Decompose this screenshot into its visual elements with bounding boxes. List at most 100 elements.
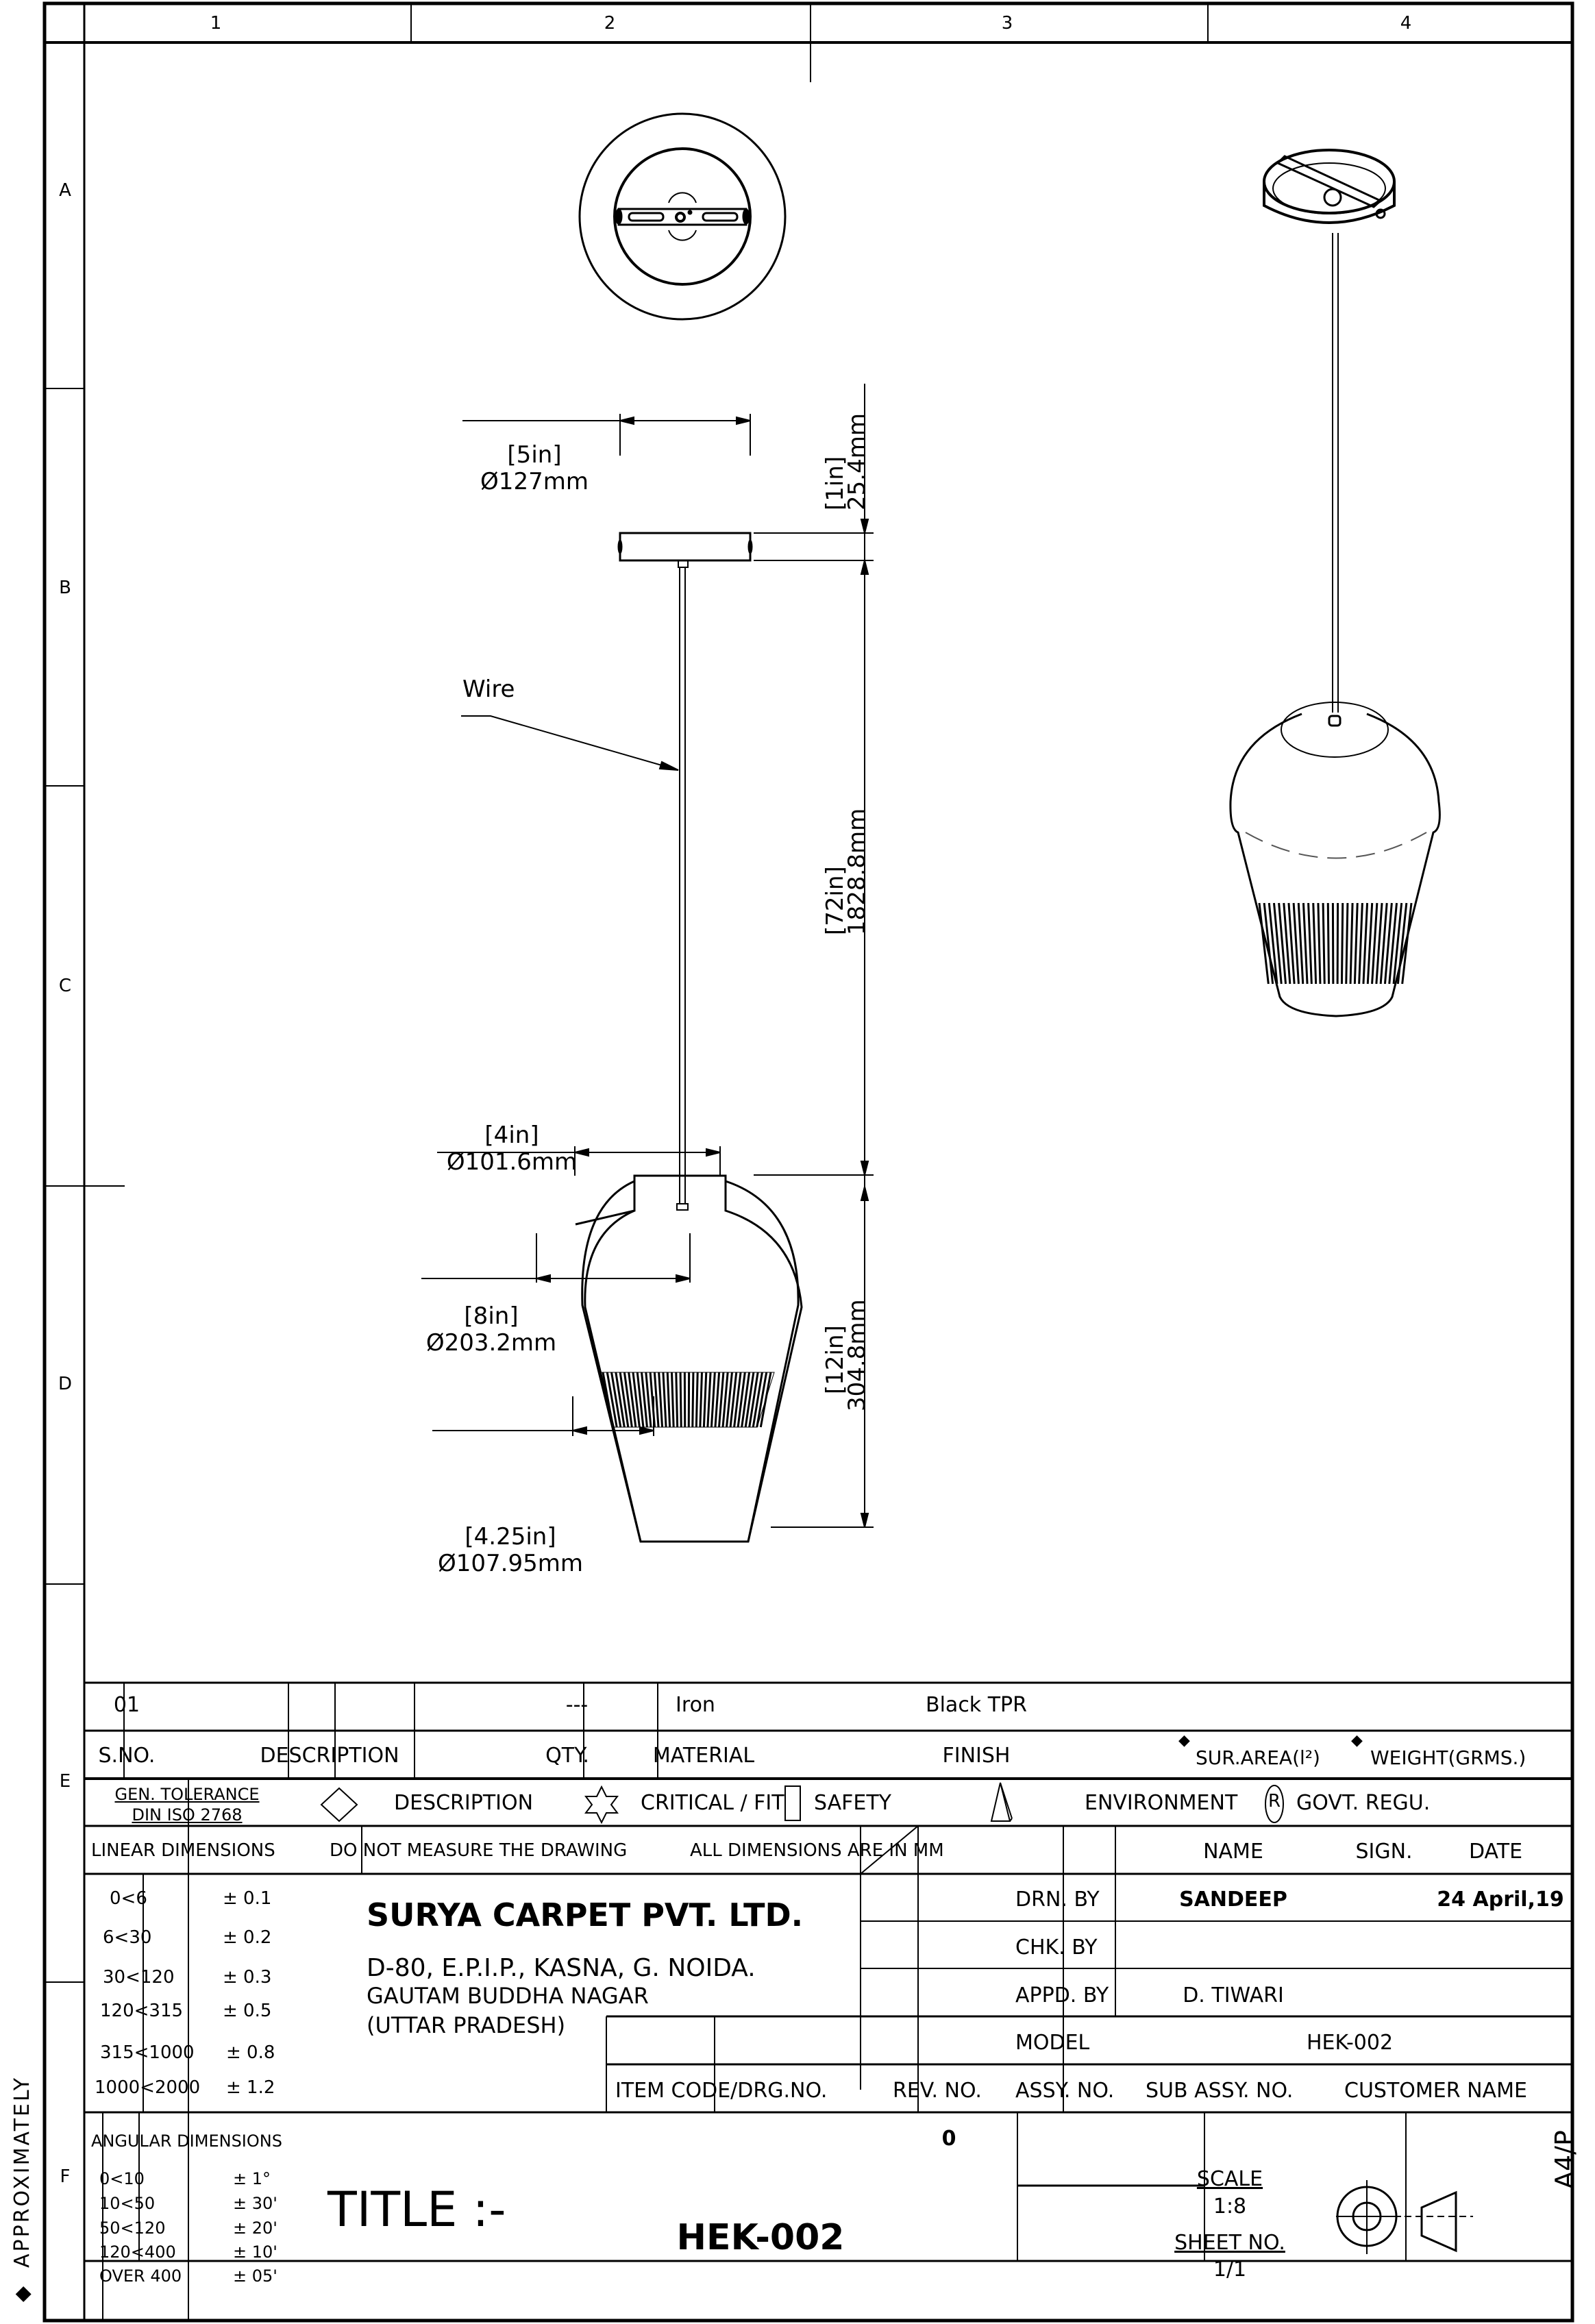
linear-tol-range-5: 1000<2000 bbox=[95, 2077, 201, 2098]
linear-tol-range-0: 0<6 bbox=[110, 1888, 147, 1909]
linear-tol-value-0: ± 0.1 bbox=[223, 1888, 272, 1909]
approval-label-drn: DRN. BY bbox=[1015, 1888, 1100, 1912]
shade-height-imperial: [12in] bbox=[821, 1325, 849, 1394]
angular-tol-value-2: ± 20' bbox=[233, 2218, 277, 2238]
linear-tol-range-2: 30<120 bbox=[103, 1967, 175, 1988]
angular-tol-range-2: 50<120 bbox=[99, 2218, 166, 2238]
third-angle-projection-icon bbox=[1336, 2180, 1473, 2254]
diamond-icon: ◆ bbox=[1178, 1732, 1190, 1749]
title-block-grid bbox=[84, 1681, 1572, 2321]
company-address-line1: D-80, E.P.I.P., KASNA, G. NOIDA. bbox=[367, 1954, 756, 1982]
wire-length-metric: 1828.8mm bbox=[843, 808, 871, 935]
scale-label: SCALE bbox=[1196, 2167, 1263, 2191]
shade-top-diameter-imperial: [4in] bbox=[484, 1122, 539, 1149]
canopy-height-metric: 25.4mm bbox=[843, 413, 871, 510]
angular-dimensions-label: ANGULAR DIMENSIONS bbox=[91, 2131, 282, 2151]
header-material: MATERIAL bbox=[652, 1744, 755, 1768]
company-address-line2: GAUTAM BUDDHA NAGAR bbox=[367, 1983, 649, 2009]
description-diamond-icon bbox=[320, 1787, 358, 1822]
header-description: DESCRIPTION bbox=[260, 1744, 399, 1768]
approvals-header-name: NAME bbox=[1203, 1840, 1263, 1864]
govt-regu-symbol: R bbox=[1268, 1791, 1281, 1812]
rev-no-header: REV. NO. bbox=[893, 2079, 982, 2103]
row-label-c: C bbox=[59, 976, 71, 996]
row-label-f: F bbox=[60, 2166, 71, 2187]
angular-tol-value-4: ± 05' bbox=[233, 2266, 277, 2286]
shade-top-diameter-metric: Ø101.6mm bbox=[447, 1148, 577, 1176]
diamond-icon: ◆ bbox=[1351, 1732, 1363, 1749]
approval-name-appd: D. TIWARI bbox=[1183, 1983, 1284, 2007]
linear-tol-range-4: 315<1000 bbox=[100, 2042, 195, 2063]
title-value: HEK-002 bbox=[676, 2217, 845, 2258]
row-labels: A B C D E F bbox=[58, 180, 72, 2187]
approval-name-drn: SANDEEP bbox=[1179, 1888, 1287, 1912]
header-sno: S.NO. bbox=[98, 1744, 156, 1768]
angular-tol-value-3: ± 10' bbox=[233, 2242, 277, 2262]
linear-dimensions-label: LINEAR DIMENSIONS bbox=[91, 1840, 275, 1861]
legend-critical-fit: CRITICAL / FIT bbox=[641, 1791, 784, 1815]
col-label-4: 4 bbox=[1400, 13, 1412, 34]
shade-max-diameter-imperial: [8in] bbox=[464, 1302, 518, 1330]
approximately-note: APPROXIMATELY bbox=[10, 2076, 34, 2268]
header-sur-area: SUR.AREA(l²) bbox=[1196, 1746, 1320, 1769]
environment-triangle-icon bbox=[990, 1782, 1013, 1822]
col-label-3: 3 bbox=[1002, 13, 1013, 34]
canopy-diameter-imperial: [5in] bbox=[507, 441, 561, 469]
shade-ribs bbox=[602, 1372, 772, 1428]
pendant-isometric-view bbox=[1229, 149, 1441, 1017]
linear-tol-value-4: ± 0.8 bbox=[226, 2042, 275, 2063]
approvals-header-sign: SIGN. bbox=[1355, 1840, 1413, 1864]
approval-date-drn: 24 April,19 bbox=[1437, 1888, 1564, 1912]
linear-tol-value-2: ± 0.3 bbox=[223, 1967, 272, 1988]
canopy-top-view bbox=[578, 112, 787, 321]
sheet-no-value: 1/1 bbox=[1213, 2258, 1247, 2282]
legend-environment: ENVIRONMENT bbox=[1085, 1791, 1238, 1815]
iso-shade-ribs bbox=[1258, 902, 1413, 985]
critical-star-icon bbox=[584, 1785, 619, 1824]
angular-tol-range-4: OVER 400 bbox=[99, 2266, 182, 2286]
header-finish: FINISH bbox=[942, 1744, 1011, 1768]
col-label-2: 2 bbox=[604, 13, 616, 34]
wire-leader-label: Wire bbox=[462, 676, 515, 703]
sheet-frame bbox=[42, 1, 1574, 2323]
bom-finish-full: Black TPR bbox=[926, 1693, 1027, 1717]
sheet-no-label: SHEET NO. bbox=[1174, 2231, 1285, 2255]
legend-description: DESCRIPTION bbox=[394, 1791, 534, 1815]
approximately-diamond-icon: ◆ bbox=[10, 2286, 34, 2302]
sub-assy-no-header: SUB ASSY. NO. bbox=[1146, 2079, 1294, 2103]
row-label-e: E bbox=[60, 1771, 71, 1792]
customer-name-header: CUSTOMER NAME bbox=[1344, 2079, 1527, 2103]
legend-govt-regu: GOVT. REGU. bbox=[1296, 1791, 1431, 1815]
col-label-1: 1 bbox=[210, 13, 222, 34]
row-label-d: D bbox=[58, 1374, 72, 1394]
shade-bottom-diameter-metric: Ø107.95mm bbox=[438, 1550, 583, 1577]
linear-tol-value-1: ± 0.2 bbox=[223, 1927, 272, 1948]
header-qty: QTY. bbox=[545, 1744, 589, 1768]
all-dimensions-mm-note: ALL DIMENSIONS ARE IN MM bbox=[690, 1840, 944, 1861]
linear-tol-value-5: ± 1.2 bbox=[226, 2077, 275, 2098]
angular-tol-value-1: ± 30' bbox=[233, 2194, 277, 2213]
sheet-format: A4/P bbox=[1550, 2130, 1580, 2189]
shade-bottom-diameter-imperial: [4.25in] bbox=[465, 1523, 556, 1550]
shade-max-diameter-metric: Ø203.2mm bbox=[426, 1329, 556, 1357]
approvals-header-date: DATE bbox=[1468, 1840, 1523, 1864]
safety-square-icon bbox=[784, 1785, 801, 1821]
legend-safety: SAFETY bbox=[814, 1791, 891, 1815]
bom-qty-full: --- bbox=[565, 1693, 589, 1717]
linear-tol-range-1: 6<30 bbox=[103, 1927, 152, 1948]
row-label-b: B bbox=[59, 578, 71, 598]
assy-no-header: ASSY. NO. bbox=[1015, 2079, 1115, 2103]
rev-no-value: 0 bbox=[941, 2127, 956, 2151]
scale-value: 1:8 bbox=[1213, 2195, 1247, 2218]
row-label-a: A bbox=[59, 180, 71, 201]
company-name: SURYA CARPET PVT. LTD. bbox=[367, 1896, 804, 1933]
linear-tol-value-3: ± 0.5 bbox=[223, 2001, 272, 2021]
dimension-lines bbox=[421, 384, 874, 1528]
canopy-height-imperial: [1in] bbox=[821, 456, 849, 510]
angular-tol-value-0: ± 1° bbox=[233, 2169, 271, 2188]
linear-tol-range-3: 120<315 bbox=[100, 2001, 184, 2021]
shade-height-metric: 304.8mm bbox=[843, 1299, 871, 1411]
column-labels: 1 2 3 4 bbox=[210, 13, 1412, 34]
side-note: ◆ APPROXIMATELY bbox=[10, 2076, 34, 2302]
